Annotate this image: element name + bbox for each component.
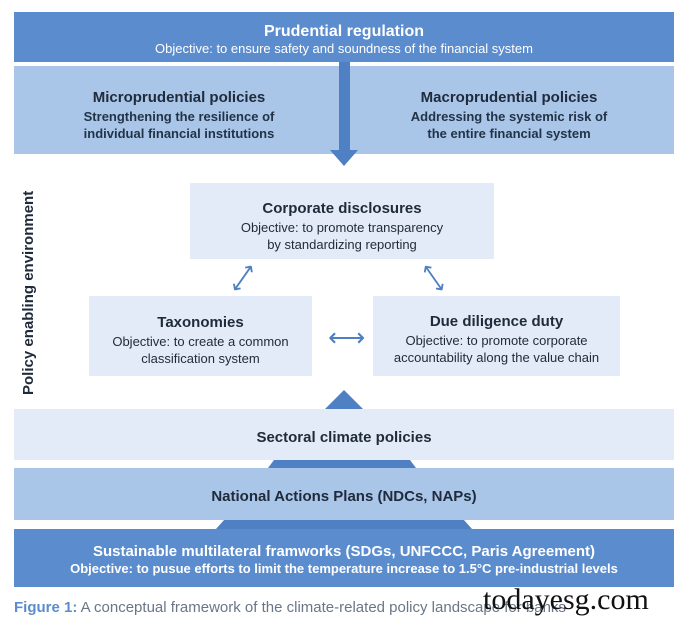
double-arrow-icon: ⟷ bbox=[328, 322, 366, 352]
national-action-plans-box: National Actions Plans (NDCs, NAPs) bbox=[14, 468, 674, 520]
multilateral-frameworks-objective: Objective: to pusue efforts to limit the… bbox=[70, 561, 618, 576]
taxonomies-title: Taxonomies bbox=[157, 314, 244, 331]
prudential-regulation-title: Prudential regulation bbox=[263, 23, 424, 40]
national-action-plans-title: National Actions Plans (NDCs, NAPs) bbox=[211, 488, 477, 505]
microprudential-line1: Strengthening the resilience of bbox=[83, 109, 275, 124]
macroprudential-line1: Addressing the systemic risk of bbox=[410, 109, 608, 124]
microprudential-title: Microprudential policies bbox=[92, 89, 266, 106]
macroprudential-title: Macroprudential policies bbox=[420, 89, 598, 106]
figure-caption: Figure 1: A conceptual framework of the … bbox=[14, 599, 566, 616]
multilateral-frameworks-title: Sustainable multilateral framworks (SDGs… bbox=[92, 543, 596, 560]
corporate-disclosures-title: Corporate disclosures bbox=[262, 200, 422, 217]
corporate-disclosures-line2: by standardizing reporting bbox=[267, 237, 417, 252]
taxonomies-box: Taxonomies Objective: to create a common… bbox=[89, 296, 312, 376]
sectoral-climate-policies-title: Sectoral climate policies bbox=[256, 429, 432, 446]
macroprudential-line2: the entire financial system bbox=[427, 126, 591, 141]
due-diligence-box: Due diligence duty Objective: to promote… bbox=[373, 296, 620, 376]
due-diligence-line2: accountability along the value chain bbox=[393, 350, 600, 365]
double-arrow-icon: ⟷ bbox=[414, 257, 454, 298]
watermark: todayesg.com bbox=[483, 583, 649, 616]
corporate-disclosures-box: Corporate disclosures Objective: to prom… bbox=[190, 183, 494, 259]
corporate-disclosures-line1: Objective: to promote transparency bbox=[240, 220, 444, 235]
policy-enabling-environment-label: Policy enabling environment bbox=[20, 190, 37, 395]
multilateral-frameworks-box: Sustainable multilateral framworks (SDGs… bbox=[14, 529, 674, 587]
sectoral-climate-policies-box: Sectoral climate policies bbox=[14, 409, 674, 460]
down-arrow-head-icon bbox=[330, 150, 358, 166]
figure-caption-text: A conceptual framework of the climate-re… bbox=[77, 599, 566, 616]
down-arrow-shaft bbox=[339, 62, 350, 152]
taxonomies-line1: Objective: to create a common bbox=[112, 334, 289, 349]
macroprudential-block: Macroprudential policies Addressing the … bbox=[344, 89, 674, 142]
due-diligence-line1: Objective: to promote corporate bbox=[405, 333, 588, 348]
prudential-regulation-box: Prudential regulation Objective: to ensu… bbox=[14, 12, 674, 62]
double-arrow-icon: ⟷ bbox=[223, 257, 262, 298]
microprudential-block: Microprudential policies Strengthening t… bbox=[14, 89, 344, 142]
up-triangle-icon bbox=[325, 390, 363, 409]
taxonomies-line2: classification system bbox=[141, 351, 260, 366]
prudential-regulation-objective: Objective: to ensure safety and soundnes… bbox=[155, 41, 533, 56]
trapezoid-connector bbox=[268, 460, 416, 468]
due-diligence-title: Due diligence duty bbox=[429, 313, 564, 330]
microprudential-line2: individual financial institutions bbox=[83, 126, 275, 141]
figure-caption-label: Figure 1: bbox=[14, 599, 78, 616]
trapezoid-connector bbox=[216, 520, 472, 529]
